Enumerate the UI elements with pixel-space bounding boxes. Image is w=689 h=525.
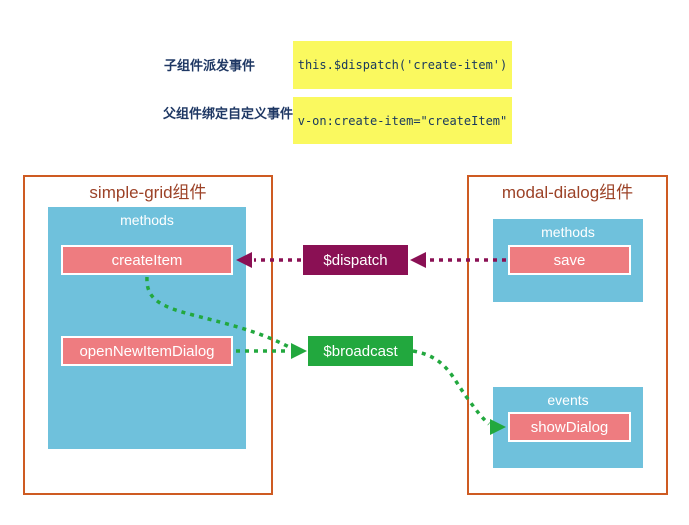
method-openNewItemDialog: openNewItemDialog (61, 336, 233, 366)
arrowhead-into-dispatch (410, 252, 426, 268)
note-code-dispatch-call: this.$dispatch('create-item') (293, 41, 512, 89)
simple-grid-methods-label: methods (120, 212, 174, 228)
modal-dialog-methods-section: methods save (493, 219, 643, 302)
dispatch-bus-box: $dispatch (303, 245, 408, 275)
arrowhead-into-broadcast (291, 343, 307, 359)
note-code-von-binding: v-on:create-item="createItem" (293, 97, 512, 144)
note-label-parent-bind: 父组件绑定自定义事件 (163, 106, 294, 121)
method-createItem: createItem (61, 245, 233, 275)
method-save: save (508, 245, 631, 275)
modal-dialog-events-section: events showDialog (493, 387, 643, 468)
modal-dialog-methods-label: methods (541, 224, 595, 240)
event-showDialog: showDialog (508, 412, 631, 442)
note-label-child-dispatch: 子组件派发事件 (164, 58, 256, 73)
simple-grid-methods-section: methods createItem openNewItemDialog (48, 207, 246, 449)
modal-dialog-title: modal-dialog组件 (501, 183, 634, 202)
modal-dialog-events-label: events (547, 392, 589, 408)
broadcast-bus-box: $broadcast (308, 336, 413, 366)
simple-grid-title: simple-grid组件 (89, 183, 207, 202)
